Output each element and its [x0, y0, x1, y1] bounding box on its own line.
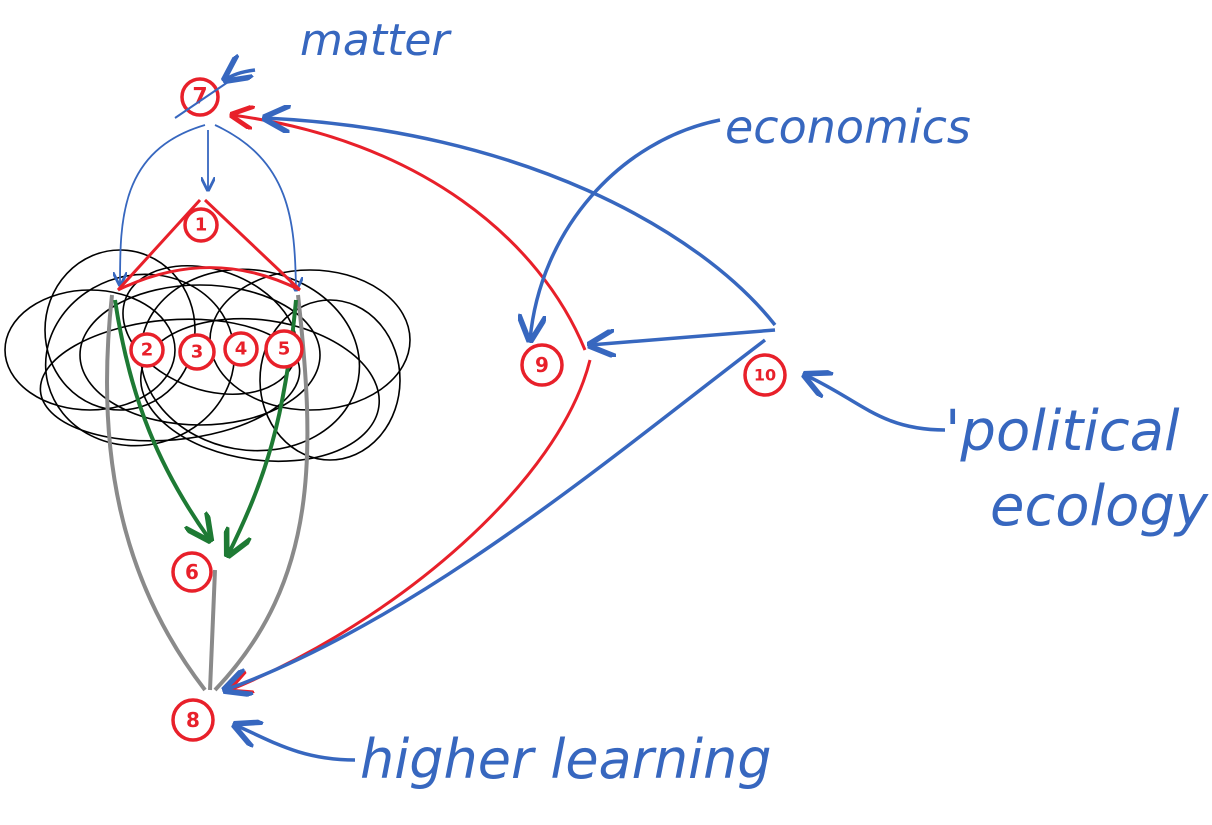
label-political: 'political: [945, 399, 1180, 464]
gray-edges: [104, 294, 310, 692]
cross-out-mark: [174, 81, 229, 119]
node-2: 2: [129, 332, 165, 368]
svg-text:8: 8: [186, 708, 200, 732]
node-6: 6: [171, 551, 213, 593]
node-8: 8: [171, 698, 215, 742]
node-10: 10: [743, 353, 787, 397]
label-higher-learning: higher learning: [360, 728, 772, 791]
label-matter: matter: [300, 15, 452, 66]
blue-thin-edges: [120, 124, 296, 290]
svg-text:1: 1: [195, 215, 208, 236]
svg-text:6: 6: [185, 560, 199, 584]
svg-text:3: 3: [191, 342, 204, 363]
node-3: 3: [178, 333, 216, 371]
svg-text:5: 5: [278, 339, 291, 360]
svg-text:2: 2: [141, 340, 154, 361]
label-ecology: ecology': [990, 474, 1212, 539]
node-5: 5: [264, 329, 304, 369]
svg-text:9: 9: [535, 353, 549, 377]
svg-text:10: 10: [754, 366, 776, 385]
node-4: 4: [223, 331, 259, 367]
blue-edges: [225, 70, 946, 762]
node-1: 1: [183, 207, 219, 243]
label-economics: economics: [725, 100, 971, 154]
node-7: 7: [174, 77, 229, 119]
node-9: 9: [520, 343, 564, 387]
svg-text:4: 4: [235, 339, 248, 360]
